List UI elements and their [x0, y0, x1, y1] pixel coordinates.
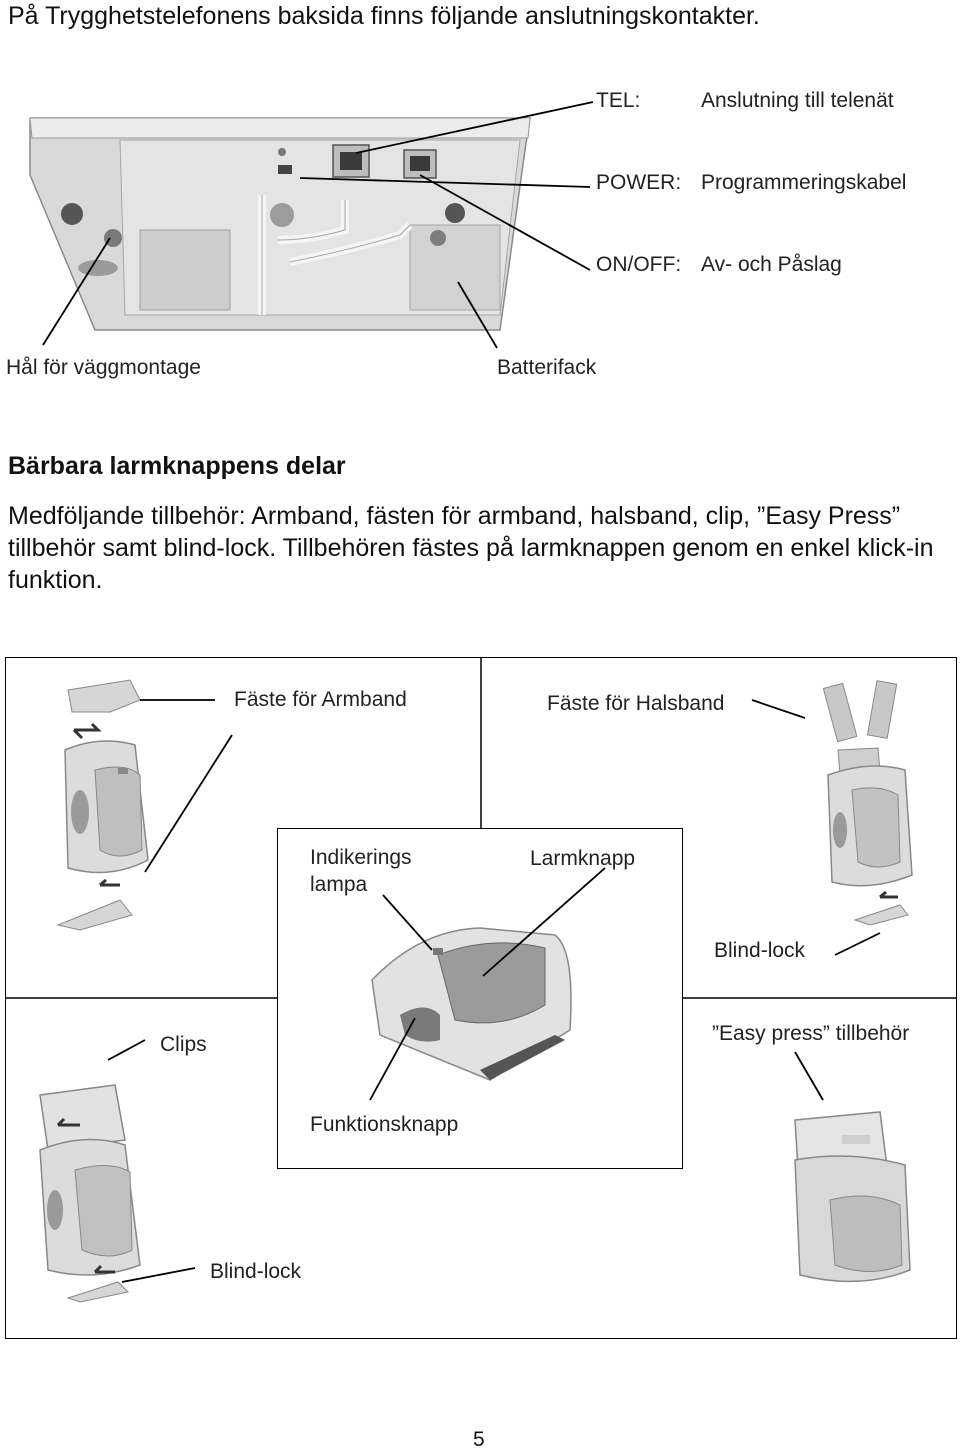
indicator-label-line1: Indikerings [310, 846, 412, 869]
onoff-switch-icon [278, 165, 292, 174]
connector-onoff-desc: Av- och Påslag [701, 253, 842, 276]
halsband-mount-device-icon [822, 680, 913, 926]
connector-onoff-name: ON/OFF: [596, 253, 682, 276]
battery-label: Batterifack [497, 356, 597, 379]
connector-power-desc: Programmeringskabel [701, 171, 907, 194]
blind-lock-right-label: Blind-lock [714, 939, 806, 962]
page-number: 5 [473, 1428, 485, 1451]
connector-tel-desc: Anslutning till telenät [701, 89, 894, 112]
section-heading: Bärbara larmknappens delar [8, 452, 346, 480]
alarm-button-label: Larmknapp [530, 847, 636, 870]
alarm-button-device-icon [371, 927, 572, 1081]
easy-press-device-icon [794, 1111, 911, 1283]
armband-mount-device-icon [56, 679, 149, 931]
connector-tel-name: TEL: [596, 89, 641, 112]
intro-text: På Trygghetstelefonens baksida finns föl… [8, 2, 760, 30]
section-text: Medföljande tillbehör: Armband, fästen f… [8, 502, 934, 594]
clips-label: Clips [160, 1033, 207, 1056]
blind-lock-left-label: Blind-lock [210, 1260, 302, 1283]
halsband-label: Fäste för Halsband [547, 692, 725, 715]
indicator-label-line2: lampa [310, 873, 368, 896]
wall-mount-label: Hål för väggmontage [6, 356, 201, 379]
connector-power-name: POWER: [596, 171, 682, 194]
function-button-label: Funktionsknapp [310, 1113, 459, 1136]
easy-press-label: ”Easy press” tillbehör [712, 1022, 910, 1045]
armband-label: Fäste för Armband [234, 688, 407, 711]
clips-device-icon [39, 1084, 141, 1303]
